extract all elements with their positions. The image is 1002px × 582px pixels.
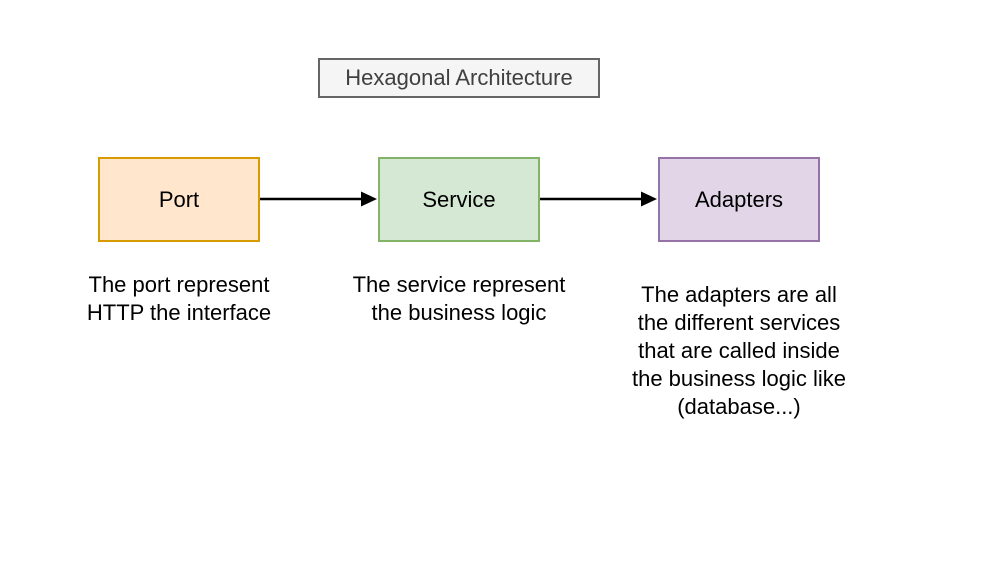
description-port: The port represent HTTP the interface <box>86 272 272 325</box>
node-adapters: Adapters <box>658 157 820 242</box>
arrow-port-to-service <box>260 191 377 207</box>
description-service: The service represent the business logic <box>352 272 566 325</box>
node-service: Service <box>378 157 540 242</box>
node-adapters-label: Adapters <box>694 186 784 212</box>
node-port: Port <box>98 157 260 242</box>
node-service-label: Service <box>422 186 496 212</box>
node-port-label: Port <box>158 186 200 212</box>
diagram-title-label: Hexagonal Architecture <box>345 65 573 90</box>
arrowhead-icon <box>641 191 657 207</box>
description-adapters: The adapters are all the different servi… <box>631 282 846 419</box>
arrow-service-to-adapters <box>540 191 657 207</box>
arrowhead-icon <box>361 191 377 207</box>
diagram-title-box: Hexagonal Architecture <box>318 58 600 98</box>
